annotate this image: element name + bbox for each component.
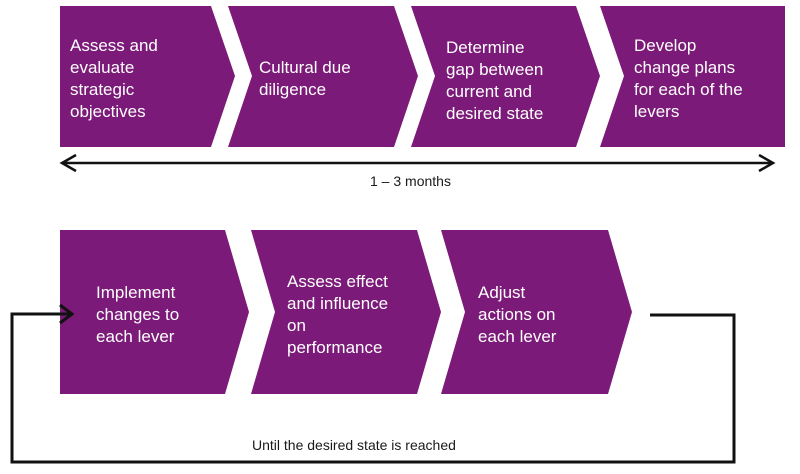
step-6-label: Assess effect and influence on performan…: [287, 272, 389, 357]
chevron-step-1: [60, 6, 235, 147]
step-3-label: Determine gap between current and desire…: [446, 38, 544, 123]
chevron-step-3: [411, 6, 600, 147]
loop-label: Until the desired state is reached: [252, 437, 456, 453]
chevron-step-2: [228, 6, 418, 147]
step-1-label: Assess and evaluate strategic objectives: [70, 36, 158, 121]
chevron-step-4: [600, 6, 785, 147]
chevron-step-6: [251, 230, 441, 394]
loop-arrow-head: [59, 303, 75, 325]
duration-arrow-right-head: [758, 153, 776, 173]
step-4-label: Develop change plans for each of the lev…: [634, 36, 743, 121]
step-2-label: Cultural due diligence: [259, 58, 351, 99]
loop-arrow: [10, 312, 736, 464]
step-7-label: Adjust actions on each lever: [478, 283, 557, 346]
duration-arrow-left-head: [59, 153, 77, 173]
chevron-step-7: [441, 230, 632, 394]
duration-label: 1 – 3 months: [370, 173, 451, 189]
step-5-label: Implement changes to each lever: [96, 283, 180, 346]
chevron-step-5: [60, 230, 249, 394]
